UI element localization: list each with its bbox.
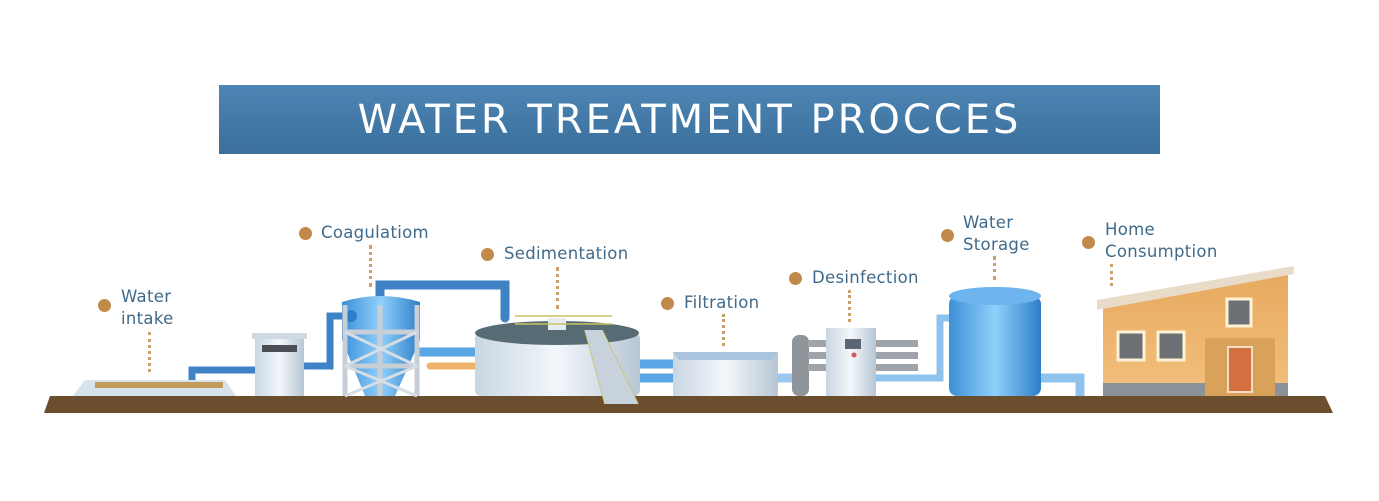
marker-dot — [481, 248, 494, 261]
stage-label: Coagulatiom — [321, 223, 429, 242]
leader-line — [722, 314, 725, 346]
storage-tank — [949, 287, 1041, 396]
stage-label: Desinfection — [812, 268, 919, 287]
stage-label: Home Consumption — [1105, 219, 1218, 263]
stage-label: Water Storage — [963, 212, 1030, 256]
leader-line — [1110, 264, 1113, 286]
marker-dot — [941, 229, 954, 242]
leader-line — [369, 245, 372, 287]
label-line: Storage — [963, 235, 1030, 254]
marker-dot — [1082, 236, 1095, 249]
title-banner: WATER TREATMENT PROCCES — [219, 85, 1160, 154]
stage-label: Water intake — [121, 286, 174, 330]
marker-dot — [98, 299, 111, 312]
leader-line — [556, 267, 559, 309]
coagulation-tank — [342, 296, 420, 398]
house — [1097, 266, 1294, 396]
label-line: Consumption — [1105, 242, 1218, 261]
title-text: WATER TREATMENT PROCCES — [357, 96, 1022, 143]
label-line: intake — [121, 309, 174, 328]
leader-line — [848, 290, 851, 322]
marker-dot — [661, 297, 674, 310]
marker-dot — [789, 272, 802, 285]
intake-basin — [73, 380, 236, 396]
label-line: Water — [121, 287, 172, 306]
ground — [44, 396, 1333, 413]
marker-dot — [299, 227, 312, 240]
stage-label: Filtration — [684, 293, 760, 312]
sedimentation-tank — [475, 315, 640, 405]
pump-box — [252, 333, 307, 396]
leader-line — [993, 256, 996, 280]
label-line: Water — [963, 213, 1014, 232]
label-line: Home — [1105, 220, 1155, 239]
filtration-basin — [673, 352, 778, 396]
disinfection-unit — [792, 328, 918, 396]
stage-label: Sedimentation — [504, 244, 629, 263]
leader-line — [148, 332, 151, 372]
